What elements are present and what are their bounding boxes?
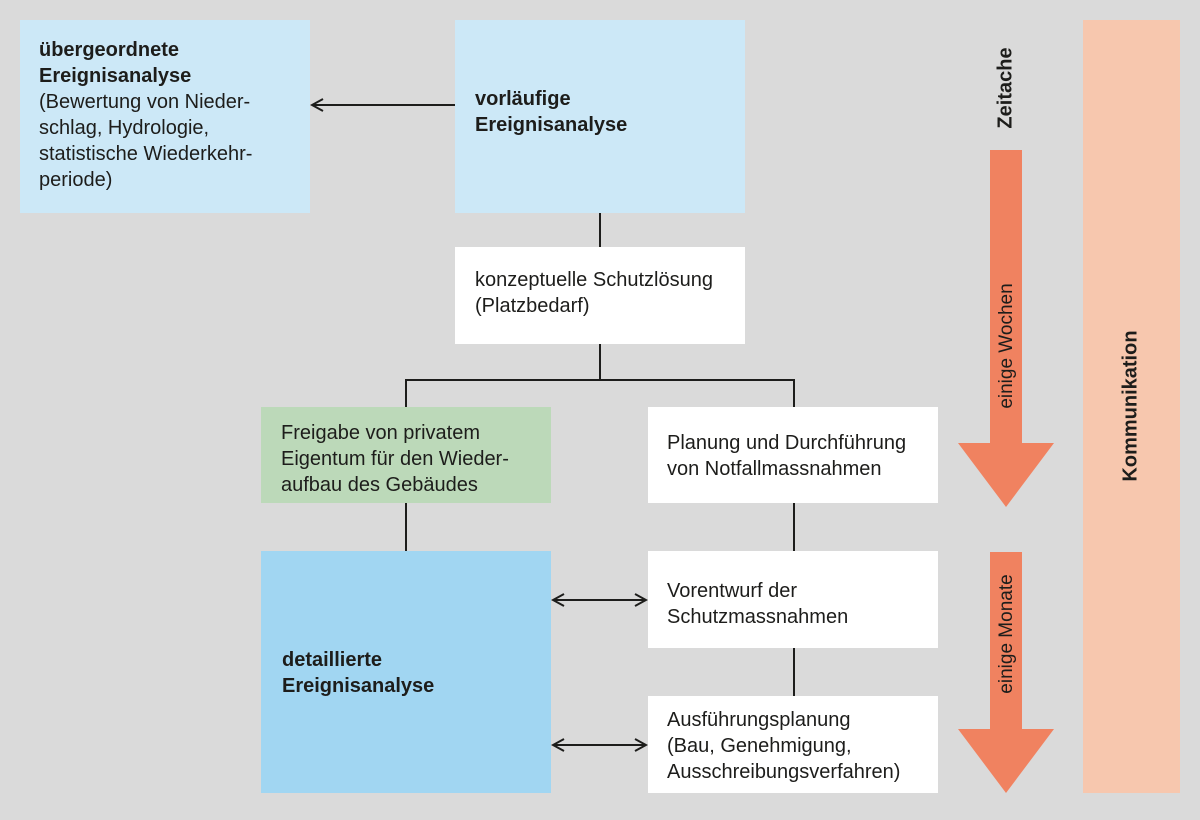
timeline-phase-weeks-label: einige Wochen bbox=[996, 283, 1017, 409]
detailliert-title-line-2: Ereignisanalyse bbox=[282, 675, 435, 697]
ausfuehrung-line-1: Ausführungsplanung bbox=[667, 709, 851, 731]
box-uebergeordnete-ereignisanalyse: übergeordnete Ereignisanalyse (Bewertung… bbox=[20, 20, 310, 213]
box-vorlaeufige-ereignisanalyse: vorläufige Ereignisanalyse bbox=[455, 20, 745, 213]
vorlaeufig-title-line-2: Ereignisanalyse bbox=[475, 114, 628, 136]
communication-label: Kommunikation bbox=[1119, 330, 1142, 482]
freigabe-line-1: Freigabe von privatem bbox=[281, 422, 480, 444]
timeline-arrow-months bbox=[958, 552, 1054, 793]
uebergeordnet-line-4: periode) bbox=[39, 169, 113, 191]
planung-line-2: von Notfallmassnahmen bbox=[667, 458, 882, 480]
konzeptuell-line-1: konzeptuelle Schutzlösung bbox=[475, 269, 713, 291]
communication-bar bbox=[1083, 20, 1180, 793]
timeline-phase-months-label: einige Monate bbox=[996, 574, 1017, 694]
box-planung-notfallmassnahmen: Planung und Durchführung von Notfallmass… bbox=[648, 407, 938, 503]
uebergeordnet-line-3: statistische Wiederkehr- bbox=[39, 143, 253, 165]
box-konzeptuelle-schutzloesung: konzeptuelle Schutzlösung (Platzbedarf) bbox=[455, 247, 745, 344]
ausfuehrung-line-2: (Bau, Genehmigung, bbox=[667, 735, 852, 757]
vorentwurf-line-1: Vorentwurf der bbox=[667, 580, 798, 602]
uebergeordnet-title: übergeordnete Ereignisanalyse bbox=[39, 39, 192, 87]
konzeptuell-line-2: (Platzbedarf) bbox=[475, 295, 590, 317]
uebergeordnet-line-2: schlag, Hydrologie, bbox=[39, 117, 210, 139]
timeline-axis-label: Zeitache bbox=[994, 47, 1017, 129]
freigabe-line-2: Eigentum für den Wieder- bbox=[281, 448, 509, 470]
detailliert-title-line-1: detaillierte bbox=[282, 649, 383, 671]
planung-line-1: Planung und Durchführung bbox=[667, 432, 907, 454]
box-detaillierte-ereignisanalyse: detaillierte Ereignisanalyse bbox=[261, 551, 551, 793]
timeline-arrow-weeks bbox=[958, 150, 1054, 507]
vorlaeufig-title-line-1: vorläufige bbox=[475, 88, 571, 110]
vorentwurf-line-2: Schutzmassnahmen bbox=[667, 606, 849, 628]
box-vorentwurf: Vorentwurf der Schutzmassnahmen bbox=[648, 551, 938, 648]
freigabe-line-3: aufbau des Gebäudes bbox=[281, 474, 478, 496]
box-ausfuehrungsplanung: Ausführungsplanung (Bau, Genehmigung, Au… bbox=[648, 696, 938, 793]
ausfuehrung-line-3: Ausschreibungsverfahren) bbox=[667, 761, 901, 783]
uebergeordnet-line-1: (Bewertung von Nieder- bbox=[39, 91, 251, 113]
box-freigabe: Freigabe von privatem Eigentum für den W… bbox=[261, 407, 551, 503]
